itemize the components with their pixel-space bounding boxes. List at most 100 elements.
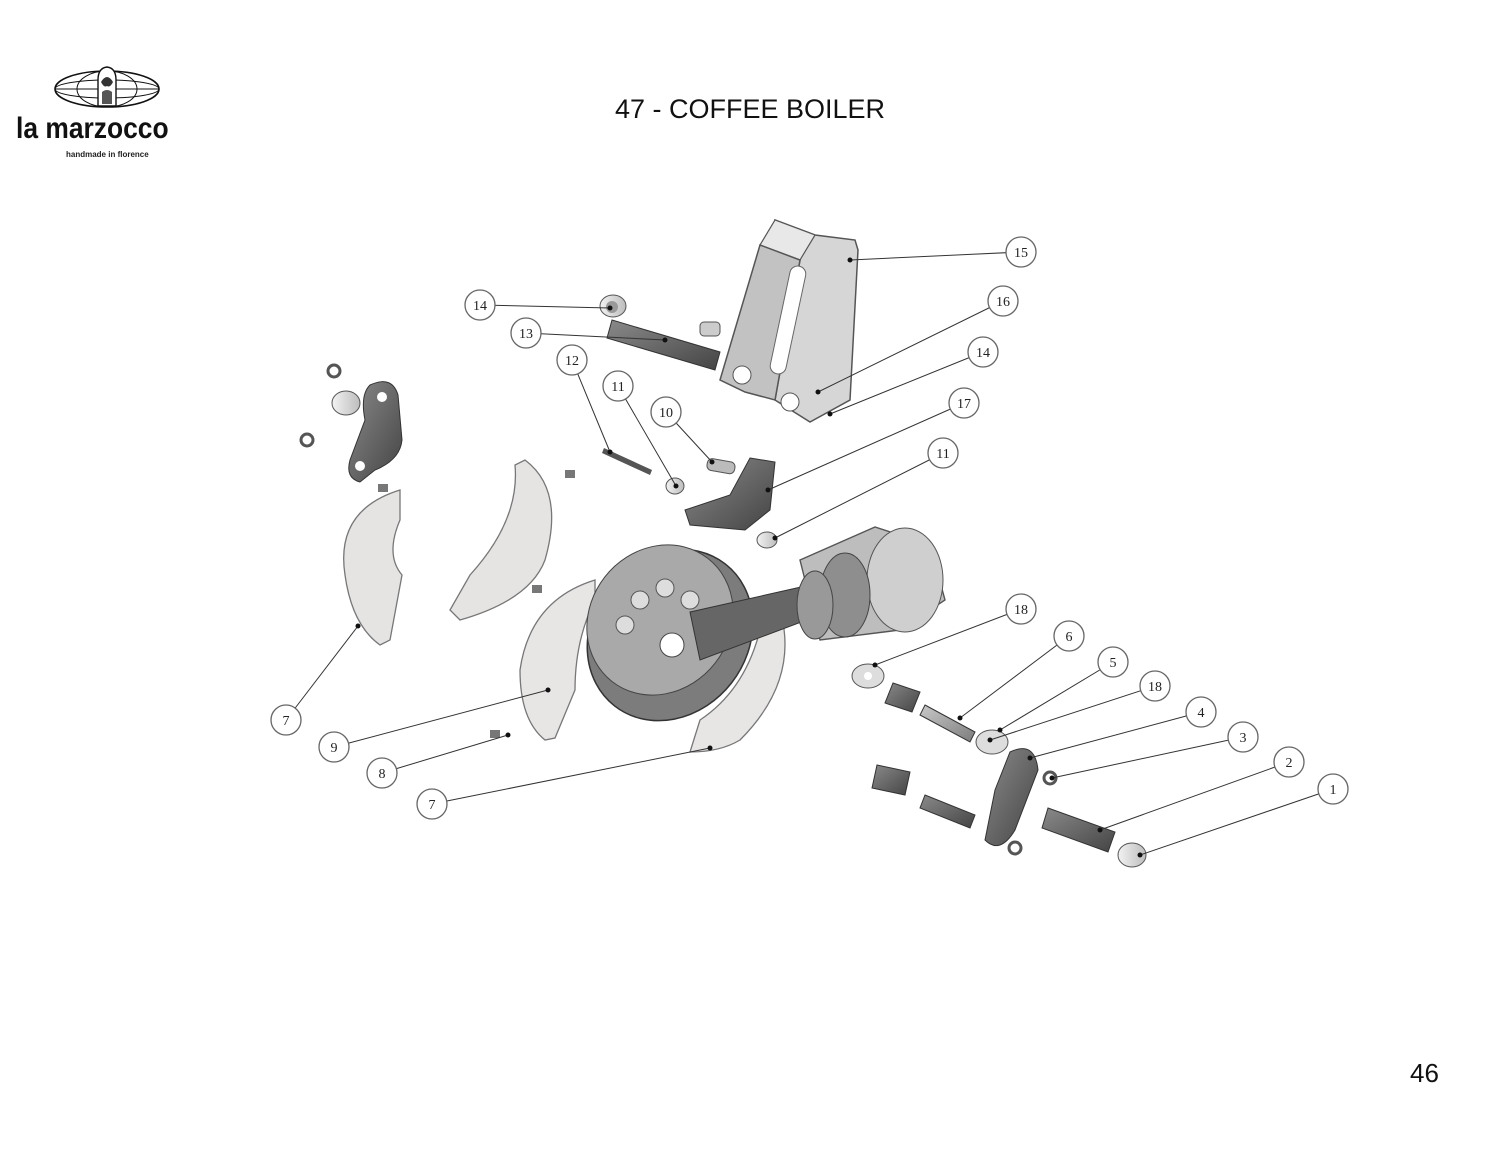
- callout-bubble: [1185, 696, 1217, 728]
- callout-label: 18: [1148, 680, 1162, 695]
- leader-dot: [709, 459, 715, 465]
- leader-dot: [707, 745, 713, 751]
- callout-bubble: [1097, 646, 1129, 678]
- leader-dot: [847, 257, 853, 263]
- leader-line: [1029, 711, 1202, 759]
- callout-label: 7: [429, 798, 436, 813]
- part-left-lever: [299, 363, 403, 483]
- brand-logo: la marzocco handmade in florence: [12, 62, 202, 162]
- callout-label: 14: [473, 299, 487, 314]
- leader-line: [989, 685, 1156, 741]
- leader-line: [959, 635, 1070, 719]
- leader-dot: [1097, 827, 1103, 833]
- callout-bubble: [1005, 236, 1037, 268]
- leader-dot: [957, 715, 963, 721]
- callout-label: 17: [957, 397, 971, 412]
- callout-bubble: [1273, 746, 1305, 778]
- leader-dot: [1137, 852, 1143, 858]
- leader-dot: [997, 727, 1003, 733]
- leader-dot: [505, 732, 511, 738]
- callout-bubble: [464, 289, 496, 321]
- callout-bubble: [1053, 620, 1085, 652]
- callout-label: 7: [283, 714, 290, 729]
- leader-dot: [1049, 775, 1055, 781]
- callout-bubble: [927, 437, 959, 469]
- callout-label: 9: [331, 741, 338, 756]
- leader-line: [479, 304, 611, 309]
- leader-line: [1051, 736, 1244, 779]
- callout-label: 11: [936, 447, 949, 462]
- leader-dot: [662, 337, 668, 343]
- callout-label: 13: [519, 327, 533, 342]
- leader-lines: [285, 251, 1334, 858]
- leader-dot: [765, 487, 771, 493]
- leader-line: [1099, 761, 1290, 831]
- callout-bubble: [270, 704, 302, 736]
- leader-dot: [355, 623, 361, 629]
- part-gear-wheel: [586, 544, 821, 722]
- callout-label: 15: [1014, 246, 1028, 261]
- leader-dot: [872, 662, 878, 668]
- leader-dot: [772, 535, 778, 541]
- leader-dot: [815, 389, 821, 395]
- leader-line: [571, 359, 611, 453]
- page-title: 47 - COFFEE BOILER: [614, 94, 886, 124]
- leader-dot: [673, 483, 679, 489]
- callout-bubble: [967, 336, 999, 368]
- part-right-linkage: [851, 663, 1147, 868]
- leader-line: [817, 300, 1004, 393]
- leader-line: [999, 661, 1114, 731]
- callout-bubble: [1139, 670, 1171, 702]
- callout-label: 3: [1240, 731, 1247, 746]
- callout-bubble: [1005, 593, 1037, 625]
- callout-label: 16: [996, 295, 1010, 310]
- leader-line: [617, 385, 677, 487]
- callout-bubble: [510, 317, 542, 349]
- callout-label: 18: [1014, 603, 1028, 618]
- part-pin-13: [599, 294, 721, 371]
- callout-bubble: [650, 396, 682, 428]
- part-covers: [343, 459, 786, 753]
- leader-dot: [987, 737, 993, 743]
- callout-bubble: [987, 285, 1019, 317]
- leader-line: [1139, 788, 1334, 856]
- callout-bubble: [556, 344, 588, 376]
- callout-bubble: [1227, 721, 1259, 753]
- callout-label: 4: [1198, 706, 1205, 721]
- leader-line: [849, 251, 1022, 261]
- callout-label: 2: [1286, 756, 1293, 771]
- callout-label: 5: [1110, 656, 1117, 671]
- callout-bubble: [602, 370, 634, 402]
- callout-bubble: [416, 788, 448, 820]
- leader-dot: [607, 305, 613, 311]
- leader-line: [333, 689, 549, 748]
- part-small-pins: [602, 448, 778, 549]
- callout-label: 14: [976, 346, 990, 361]
- leader-dot: [545, 687, 551, 693]
- leader-dot: [827, 411, 833, 417]
- part-boiler-cylinder: [796, 526, 946, 641]
- page-number: 46: [1410, 1058, 1439, 1088]
- leader-line: [874, 608, 1022, 666]
- leader-line: [525, 332, 666, 341]
- callout-label: 11: [611, 380, 624, 395]
- callout-bubble: [318, 731, 350, 763]
- part-bracket: [719, 218, 859, 423]
- callout-label: 1: [1330, 783, 1337, 798]
- callout-label: 8: [379, 767, 386, 782]
- leader-line: [381, 734, 509, 774]
- leader-dot: [1027, 755, 1033, 761]
- lion-globe-emblem-icon: [54, 66, 160, 108]
- callout-bubble: [366, 757, 398, 789]
- leader-line: [767, 402, 965, 491]
- brand-tagline: handmade in florence: [66, 150, 149, 159]
- callout-bubble: [1317, 773, 1349, 805]
- callout-label: 12: [565, 354, 579, 369]
- callout-bubble: [948, 387, 980, 419]
- leader-line: [431, 747, 711, 805]
- leader-line: [829, 351, 984, 415]
- leader-dot: [607, 449, 613, 455]
- callout-label: 6: [1066, 630, 1073, 645]
